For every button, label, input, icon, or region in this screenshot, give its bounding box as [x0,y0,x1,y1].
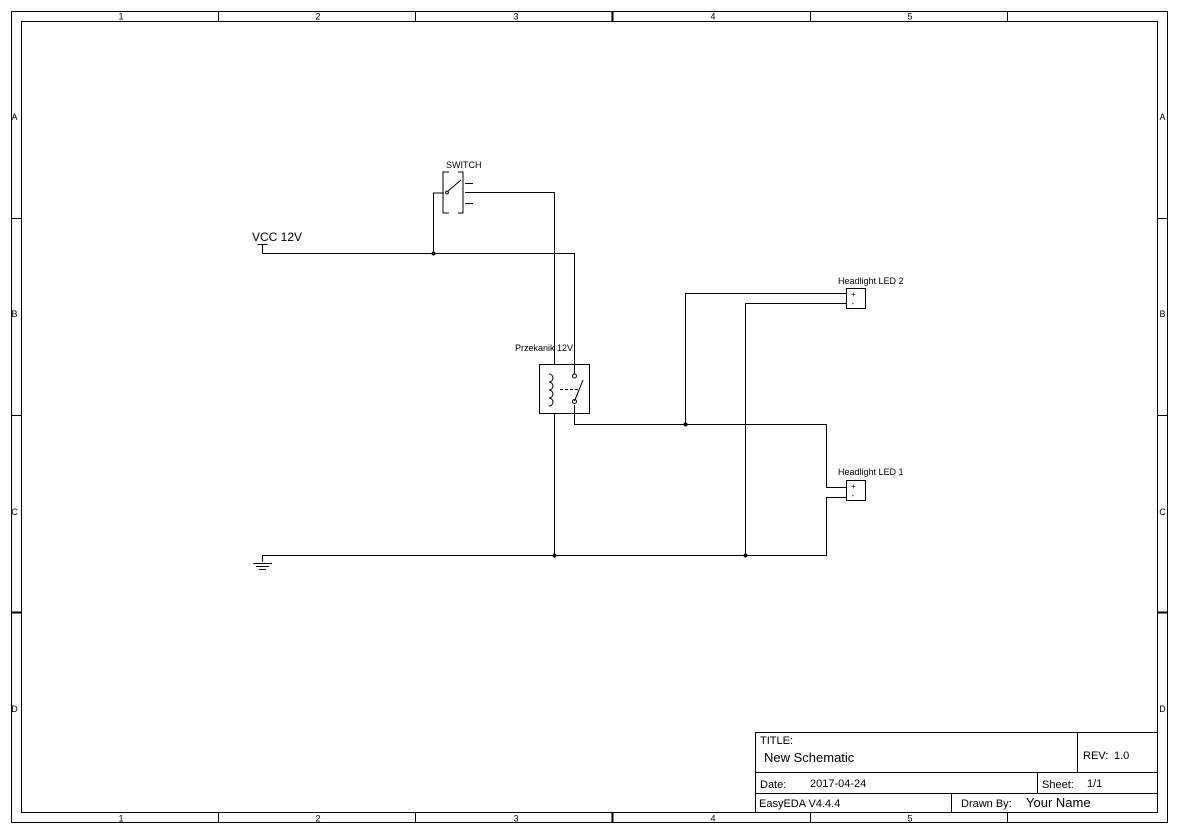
switch-component[interactable] [442,171,473,214]
wire-switch-input[interactable] [433,192,445,254]
junction-dot [743,553,748,558]
junction-dot [552,553,557,558]
row-label-right-d: D [1159,704,1166,714]
row-label-right-c: C [1159,507,1166,517]
junctions [431,251,748,558]
rev-value: 1.0 [1114,750,1129,762]
rev-label: REV: [1083,750,1108,762]
row-label-left-d: D [11,704,18,714]
wire-relay-output[interactable] [574,405,847,488]
wire-led2-plus[interactable] [685,293,847,425]
led1-component[interactable] [846,480,866,501]
col-label-top-4: 4 [710,12,715,22]
col-label-top-1: 1 [118,12,123,22]
software-version: EasyEDA V4.4.4 [759,798,840,810]
title-value: New Schematic [764,750,855,765]
row-label-left-c: C [11,507,18,517]
led1-plus-mark: + [851,482,856,491]
wire-vcc-bus[interactable] [262,253,575,375]
wire-switch-output[interactable] [465,192,555,366]
led2-minus-mark: - [852,299,855,308]
col-label-bottom-3: 3 [513,814,518,824]
switch-label: SWITCH [446,160,482,170]
sheet-frame [11,11,1168,823]
col-label-top-5: 5 [907,12,912,22]
drawn-by-label: Drawn By: [961,798,1012,810]
relay-component[interactable] [539,364,590,414]
wire-ground-bus[interactable] [262,497,847,563]
title-block [755,732,1158,813]
col-label-bottom-2: 2 [315,814,320,824]
title-label: TITLE: [760,735,793,747]
sheet-value: 1/1 [1087,778,1102,790]
date-value: 2017-04-24 [810,778,866,790]
col-label-bottom-4: 4 [710,814,715,824]
row-label-left-b: B [11,309,17,319]
col-label-bottom-1: 1 [118,814,123,824]
row-label-right-b: B [1159,309,1165,319]
led1-label: Headlight LED 1 [838,467,904,477]
relay-label: Przekanik 12V [515,343,573,353]
led2-component[interactable] [846,288,866,309]
sheet-label: Sheet: [1042,779,1074,791]
col-label-bottom-5: 5 [907,814,912,824]
wire-led2-minus[interactable] [745,303,847,556]
vcc-label: VCC 12V [252,230,302,244]
led1-minus-mark: - [852,491,855,500]
col-label-top-2: 2 [315,12,320,22]
led2-plus-mark: + [851,290,856,299]
zone-labels: 1 2 3 4 5 1 2 3 4 5 A B C D A B C D [11,12,1166,824]
ground-icon[interactable] [253,563,272,570]
row-label-right-a: A [1159,112,1165,122]
drawn-by-value: Your Name [1026,795,1091,810]
vcc-symbol[interactable] [257,244,268,254]
junction-dot [683,422,688,427]
col-label-top-3: 3 [513,12,518,22]
led2-label: Headlight LED 2 [838,276,904,286]
row-label-left-a: A [11,112,17,122]
wires[interactable] [262,192,847,563]
junction-dot [431,251,436,256]
date-label: Date: [760,779,786,791]
